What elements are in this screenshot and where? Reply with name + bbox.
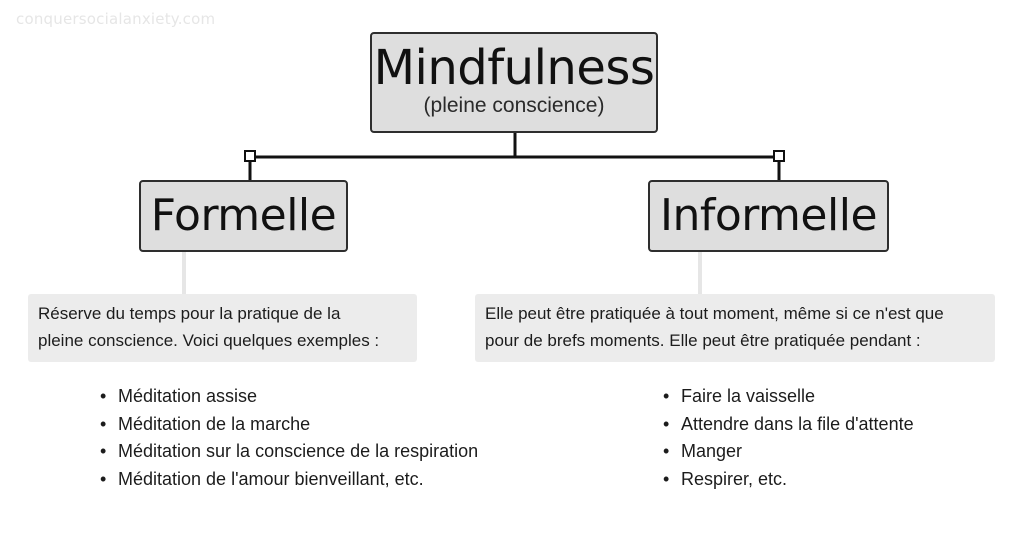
bullet-icon: • bbox=[100, 413, 107, 434]
list-item-text: Méditation assise bbox=[118, 386, 258, 406]
bullet-icon: • bbox=[100, 386, 107, 406]
list-item: • Faire la vaisselle bbox=[663, 383, 914, 411]
list-item: • Manger bbox=[663, 438, 914, 466]
description-line: Elle peut être pratiquée à tout moment, … bbox=[485, 304, 944, 323]
list-item-text: Manger bbox=[681, 441, 743, 461]
bullet-icon: • bbox=[663, 441, 670, 461]
list-item-text: Attendre dans la file d'attente bbox=[681, 413, 914, 434]
root-node: Mindfulness (pleine conscience) bbox=[370, 32, 658, 133]
list-item: • Méditation de la marche bbox=[100, 411, 478, 439]
list-item-text: Méditation de l'amour bienveillant, etc. bbox=[118, 468, 424, 489]
list-item-text: Méditation de la marche bbox=[118, 413, 311, 434]
branch-node-informelle: Informelle bbox=[648, 180, 889, 252]
list-item: • Méditation assise bbox=[100, 383, 478, 411]
bullet-icon: • bbox=[663, 413, 670, 434]
list-item: • Attendre dans la file d'attente bbox=[663, 411, 914, 439]
description-informelle: Elle peut être pratiquée à tout moment, … bbox=[475, 294, 995, 362]
branch-label-formelle: Formelle bbox=[150, 190, 337, 241]
description-formelle: Réserve du temps pour la pratique de la … bbox=[28, 294, 417, 362]
list-item: • Méditation sur la conscience de la resp… bbox=[100, 438, 478, 466]
description-line: Réserve du temps pour la pratique de la bbox=[38, 304, 341, 323]
description-line: pour de brefs moments. Elle peut être pr… bbox=[485, 331, 921, 350]
bullet-icon: • bbox=[100, 441, 107, 461]
branch-node-formelle: Formelle bbox=[139, 180, 348, 252]
bullet-icon: • bbox=[663, 386, 670, 406]
list-item: • Respirer, etc. bbox=[663, 466, 914, 494]
list-item-text: Respirer, etc. bbox=[681, 468, 788, 489]
examples-list-formelle: • Méditation assise • Méditation de la mar… bbox=[100, 383, 478, 493]
list-item-text: Faire la vaisselle bbox=[681, 386, 816, 406]
root-title: Mindfulness bbox=[373, 40, 655, 96]
left-junction-handle bbox=[244, 150, 256, 162]
list-item-text: Méditation sur la conscience de la respi… bbox=[118, 441, 479, 461]
root-subtitle: (pleine conscience) bbox=[423, 94, 605, 117]
right-junction-handle bbox=[773, 150, 785, 162]
bullet-icon: • bbox=[100, 468, 107, 489]
branch-label-informelle: Informelle bbox=[659, 190, 878, 241]
bullet-icon: • bbox=[663, 468, 670, 489]
watermark: conquersocialanxiety.com bbox=[16, 10, 216, 28]
description-line: pleine conscience. Voici quelques exempl… bbox=[38, 331, 380, 350]
examples-list-informelle: • Faire la vaisselle • Attendre dans la fi… bbox=[663, 383, 914, 493]
list-item: • Méditation de l'amour bienveillant, etc… bbox=[100, 466, 478, 494]
